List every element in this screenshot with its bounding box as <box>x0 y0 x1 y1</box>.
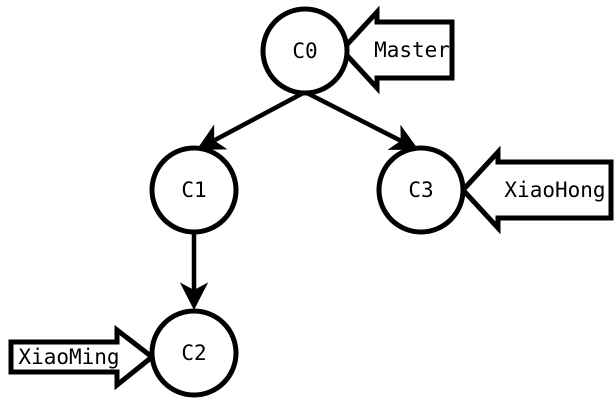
node-c2-label: C2 <box>181 341 206 365</box>
node-c3-circle <box>376 145 466 235</box>
node-c2-circle <box>149 308 239 398</box>
pointer-xiaoming-shape <box>8 324 157 391</box>
node-c0-circle <box>260 6 350 96</box>
node-c2[interactable]: C2 <box>149 308 239 398</box>
pointer-master-label: Master <box>374 38 450 62</box>
pointer-xiaohong[interactable]: XiaoHong <box>459 145 614 235</box>
pointer-xiaohong-shape <box>459 145 614 235</box>
pointer-master[interactable]: Master <box>338 5 455 95</box>
node-c3-label: C3 <box>408 178 433 202</box>
edge-group <box>179 89 419 310</box>
pointer-xiaoming[interactable]: XiaoMing <box>8 324 157 391</box>
node-c0[interactable]: C0 <box>260 6 350 96</box>
pointer-master-shape <box>338 5 455 95</box>
node-c0-label: C0 <box>292 39 317 63</box>
node-c1-label: C1 <box>181 178 206 202</box>
edge-c0-to-c3 <box>303 89 419 151</box>
node-c3[interactable]: C3 <box>376 145 466 235</box>
node-c1[interactable]: C1 <box>149 145 239 235</box>
pointer-xiaoming-label: XiaoMing <box>18 345 119 369</box>
node-c1-circle <box>149 145 239 235</box>
pointer-xiaohong-label: XiaoHong <box>504 178 605 202</box>
edge-c0-to-c1 <box>196 90 307 150</box>
